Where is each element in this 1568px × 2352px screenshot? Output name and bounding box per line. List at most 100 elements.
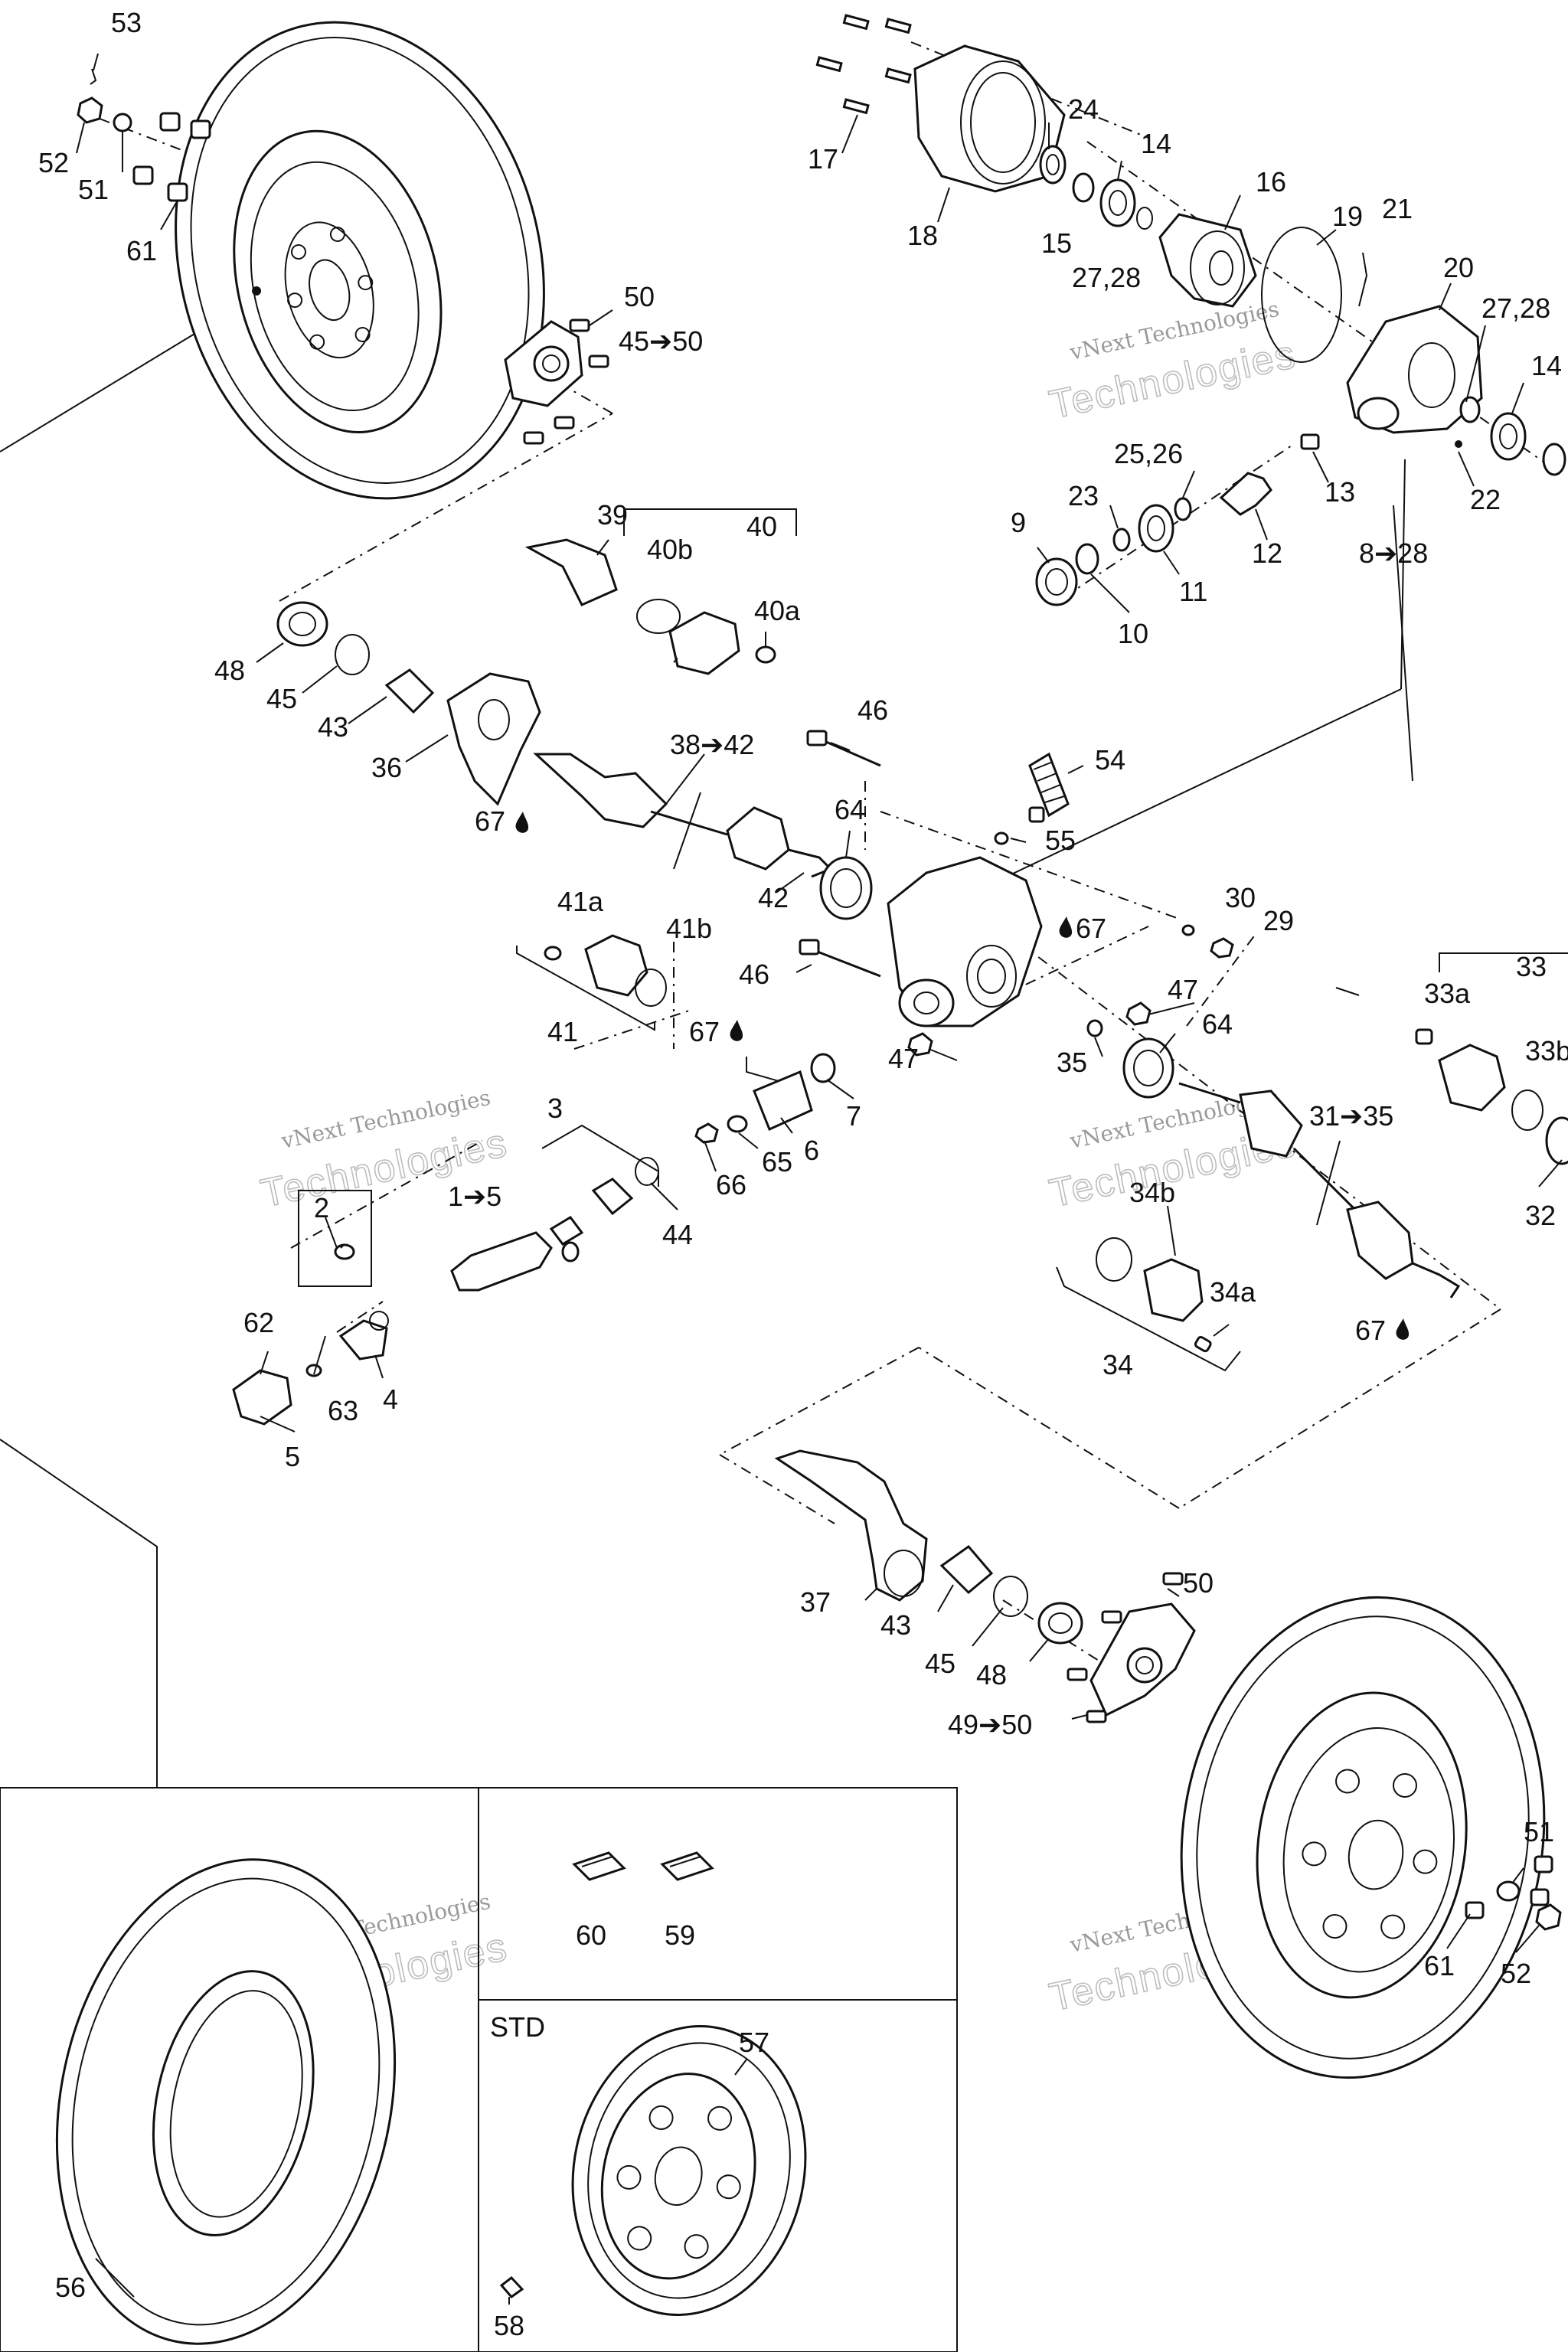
label-22: 22	[1470, 484, 1501, 515]
label-27-28-top: 27,28	[1072, 262, 1141, 293]
label-48-bottom: 48	[976, 1659, 1007, 1690]
label-17: 17	[808, 143, 838, 175]
label-12: 12	[1252, 537, 1282, 569]
label-std: STD	[490, 2011, 545, 2043]
label-64-right: 64	[1202, 1008, 1233, 1040]
label-56: 56	[55, 2272, 86, 2303]
label-47-right: 47	[1168, 974, 1198, 1005]
part-labels: 53 52 51 61 50 45➔50 17 18 24 14 15 16 2…	[38, 7, 1568, 2341]
label-61-bottom: 61	[1424, 1950, 1455, 1981]
label-57: 57	[739, 2027, 769, 2058]
label-67-b: 67	[1076, 913, 1106, 944]
label-41a: 41a	[557, 886, 604, 917]
label-51-bottom: 51	[1524, 1816, 1554, 1847]
frame-lines	[0, 298, 1413, 2352]
label-55: 55	[1045, 825, 1076, 856]
left-axle-assembly	[276, 538, 833, 1007]
oil-drop-icon	[515, 812, 529, 833]
label-4: 4	[383, 1383, 398, 1415]
label-10: 10	[1118, 618, 1148, 649]
label-34b: 34b	[1129, 1177, 1175, 1208]
label-53: 53	[111, 7, 142, 38]
label-33a: 33a	[1424, 978, 1471, 1009]
label-24: 24	[1068, 93, 1099, 125]
label-40: 40	[746, 511, 777, 542]
label-37: 37	[800, 1586, 831, 1618]
label-6: 6	[804, 1135, 819, 1166]
label-18: 18	[907, 220, 938, 251]
brackets	[298, 508, 1568, 1372]
label-58: 58	[494, 2310, 524, 2341]
label-59: 59	[665, 1919, 695, 1951]
rim-panel	[499, 2025, 807, 2316]
right-axle-assembly	[1096, 1028, 1568, 1353]
label-36: 36	[371, 752, 402, 783]
label-34a: 34a	[1210, 1276, 1256, 1308]
oil-drop-icon	[730, 1020, 743, 1041]
label-11: 11	[1179, 576, 1207, 607]
label-45-left: 45	[266, 683, 297, 714]
label-45-bottom: 45	[925, 1648, 956, 1679]
label-40a: 40a	[754, 595, 801, 626]
label-51: 51	[78, 174, 109, 205]
wheel-hub-top	[504, 318, 609, 445]
center-differential	[799, 730, 1234, 1099]
label-33: 33	[1516, 951, 1547, 982]
label-49-50: 49➔50	[948, 1709, 1032, 1740]
label-31-35: 31➔35	[1309, 1100, 1393, 1132]
label-60: 60	[576, 1919, 606, 1951]
label-44: 44	[662, 1219, 693, 1250]
label-40b: 40b	[647, 534, 693, 565]
label-48-left: 48	[214, 655, 245, 686]
label-13: 13	[1325, 476, 1355, 508]
label-50-top: 50	[624, 281, 655, 312]
label-64-left: 64	[835, 794, 865, 825]
label-8-28: 8➔28	[1359, 537, 1428, 569]
label-7: 7	[846, 1100, 861, 1132]
drive-shaft-assembly	[232, 1053, 836, 1426]
label-39: 39	[597, 499, 628, 531]
label-52-bottom: 52	[1501, 1958, 1531, 1989]
label-43-bottom: 43	[880, 1609, 911, 1641]
label-25-26: 25,26	[1114, 438, 1183, 469]
label-16: 16	[1256, 166, 1286, 198]
label-52: 52	[38, 147, 69, 178]
label-42: 42	[758, 882, 789, 913]
label-67-c: 67	[689, 1016, 720, 1047]
oil-drop-icon	[1396, 1318, 1410, 1340]
label-54: 54	[1095, 744, 1125, 776]
label-65: 65	[762, 1146, 792, 1178]
lower-knuckle-and-hub	[774, 1449, 1196, 1723]
label-2: 2	[314, 1192, 329, 1223]
label-23: 23	[1068, 480, 1099, 511]
label-66: 66	[716, 1169, 746, 1200]
label-19: 19	[1332, 201, 1363, 232]
wheel-nuts-top-left	[77, 68, 211, 202]
label-38-42: 38➔42	[670, 729, 754, 760]
oil-drop-icons	[515, 812, 1410, 1340]
label-67-d: 67	[1355, 1315, 1386, 1346]
label-46-top: 46	[858, 694, 888, 726]
label-67-a: 67	[475, 805, 505, 837]
wheel-assembly-top-left	[175, 21, 545, 500]
label-47-left: 47	[888, 1043, 919, 1074]
bottom-tire-panel	[55, 1858, 397, 2345]
label-46-bottom: 46	[739, 959, 769, 990]
label-21: 21	[1382, 193, 1413, 224]
label-20: 20	[1443, 252, 1474, 283]
oil-drop-icon	[1059, 916, 1073, 938]
label-43-left: 43	[318, 711, 348, 743]
label-33b: 33b	[1525, 1035, 1568, 1067]
label-3: 3	[547, 1093, 563, 1124]
leader-lines	[76, 53, 1563, 2305]
label-1-5: 1➔5	[448, 1181, 501, 1212]
label-41b: 41b	[666, 913, 712, 944]
label-34: 34	[1102, 1349, 1133, 1380]
label-30: 30	[1225, 882, 1256, 913]
label-63: 63	[328, 1395, 358, 1426]
label-14-right: 14	[1531, 350, 1562, 381]
weights-panel	[572, 1851, 714, 1881]
differential-housing-top	[815, 14, 1566, 606]
label-32: 32	[1525, 1200, 1556, 1231]
